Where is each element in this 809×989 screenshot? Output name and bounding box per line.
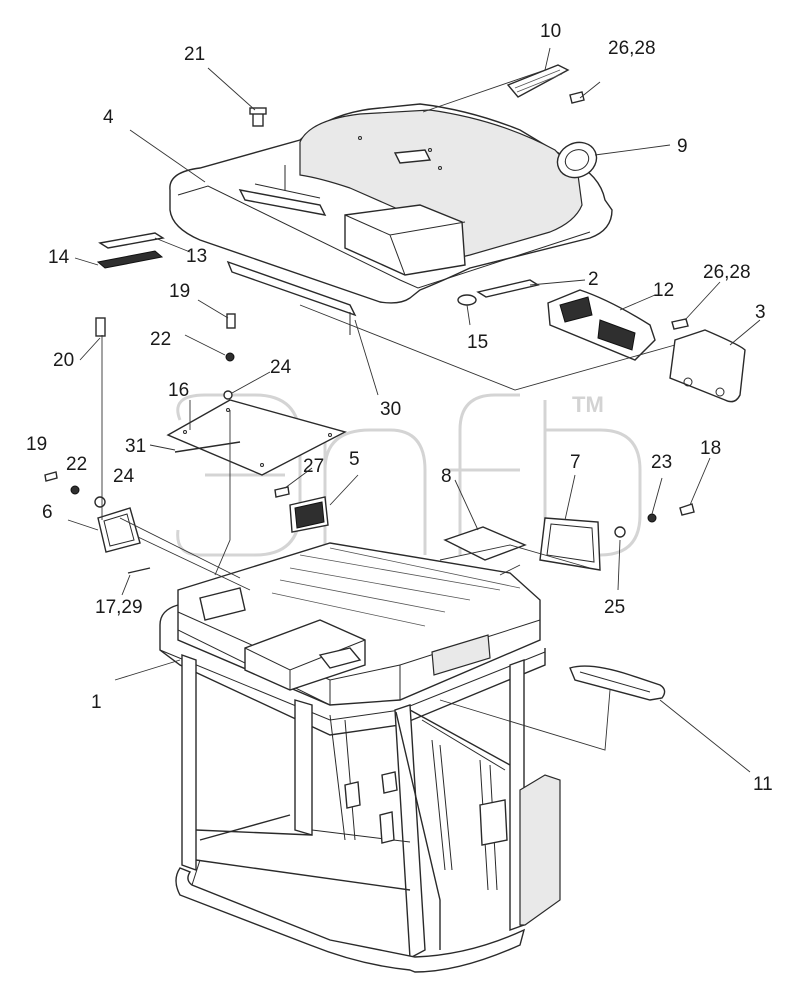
bolt-part-21 [249,107,267,127]
grille-part-10 [506,64,570,98]
filter-part-14 [96,250,164,269]
callout-15: 15 [467,332,488,353]
bolt-part-27 [274,486,290,498]
bolt-part-19-top [226,313,236,329]
rod-part-30 [226,260,357,335]
plate-part-8 [443,526,527,561]
plate-part-16 [166,399,347,476]
callout-14: 14 [48,247,70,268]
callout-26-28-right: 26,28 [703,262,751,283]
o-ring-part-15 [457,294,477,306]
cover-part-3 [669,329,746,403]
callout-16: 16 [168,380,189,401]
washer-part-24-left [94,496,106,508]
vent-frame-part-12 [547,289,656,361]
callout-17-29: 17,29 [95,597,143,618]
grille-part-5 [289,496,329,533]
bolt-part-20 [95,317,106,337]
bolt-part-26-right [671,318,689,330]
seal-strip-part-13 [98,232,165,249]
roof-cover-part-4 [169,103,613,304]
callout-22-top: 22 [150,329,171,350]
callout-19-left: 19 [26,434,47,455]
callout-27: 27 [303,456,324,477]
leader-lines [67,47,761,773]
washer-part-22-top [225,352,235,362]
callout-6: 6 [42,502,53,523]
callout-19-top: 19 [169,281,190,302]
callout-26-28-top: 26,28 [608,38,656,59]
callout-1: 1 [91,692,102,713]
callout-9: 9 [677,136,688,157]
callout-13: 13 [186,246,207,267]
seal-strip-part-2 [476,279,540,298]
callout-12: 12 [653,280,674,301]
callout-24-left: 24 [113,466,135,487]
callout-21: 21 [184,44,205,65]
callout-24-top: 24 [270,357,292,378]
callout-30: 30 [380,399,401,420]
callout-3: 3 [755,302,766,323]
handle-part-11 [569,665,666,701]
callout-7: 7 [570,452,581,473]
washer-part-25 [614,526,626,538]
frame-part-7 [539,517,601,571]
callout-22-left: 22 [66,454,87,475]
trademark-mark: TM [572,392,604,417]
callout-4: 4 [103,107,114,128]
washer-part-23 [647,513,657,523]
callout-labels: 10 26,28 21 4 9 14 13 2 26,28 12 19 3 22… [26,21,773,795]
washer-part-24-top [223,390,233,400]
callout-2: 2 [588,269,599,290]
callout-8: 8 [441,466,452,487]
callout-11: 11 [753,774,773,795]
bolt-part-19-left [44,471,58,482]
callout-20: 20 [53,350,74,371]
callout-31: 31 [125,436,146,457]
callout-10: 10 [540,21,561,42]
bolt-part-18 [679,503,695,516]
plate-part-6 [97,507,141,553]
bolt-part-26-top [569,91,585,104]
ring-part-9 [556,141,598,179]
rod-part-31 [174,441,241,453]
washer-part-22-left [70,485,80,495]
callout-25: 25 [604,597,625,618]
callout-23: 23 [651,452,672,473]
pin-part-17-29 [127,567,151,574]
callout-18: 18 [700,438,721,459]
cab-frame-part-1 [159,542,561,973]
callout-5: 5 [349,449,360,470]
